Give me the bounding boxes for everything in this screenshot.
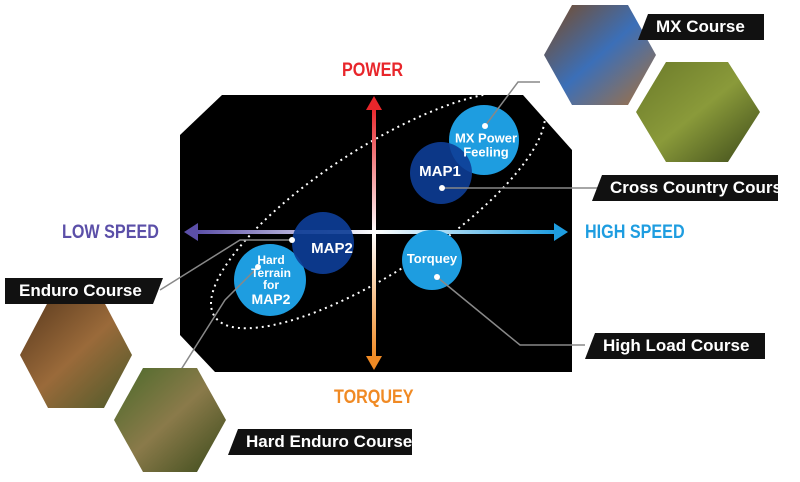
high-load-tag: High Load Course xyxy=(585,333,765,359)
mx-power-line2: Feeling xyxy=(463,144,509,159)
mx-power-line1: MX Power xyxy=(454,130,518,146)
hard-terrain-line4: MAP2 xyxy=(251,290,291,307)
hard-terrain-circle xyxy=(234,244,306,316)
power-arrowhead xyxy=(366,96,382,110)
leader-lines xyxy=(159,81,605,396)
mx-course-tag: MX Course xyxy=(638,14,764,40)
low-speed-arrowhead xyxy=(184,223,198,241)
enduro-course-photo xyxy=(20,302,132,408)
cross-country-tag: Cross Country Course xyxy=(592,175,778,201)
hard-enduro-photo xyxy=(114,368,226,472)
horizontal-axis xyxy=(196,230,556,234)
hard-terrain-line3: for xyxy=(262,277,279,292)
high-speed-arrowhead xyxy=(554,223,568,241)
map1-label: MAP1 xyxy=(419,163,461,181)
map2-label: MAP2 xyxy=(311,240,353,258)
dotted-ellipse xyxy=(210,90,546,330)
axis-label-high-speed: HIGH SPEED xyxy=(585,222,685,243)
torquey-arrowhead xyxy=(366,356,382,370)
mx-course-photo xyxy=(544,5,656,105)
torquey-label: Torquey xyxy=(406,251,458,267)
axis-label-low-speed: LOW SPEED xyxy=(62,222,159,243)
anchor-dots xyxy=(255,123,488,280)
hard-terrain-line1: Hard xyxy=(257,252,285,267)
axis-label-power: POWER xyxy=(342,60,404,81)
enduro-course-tag: Enduro Course xyxy=(5,278,163,304)
map2-circle xyxy=(292,212,354,274)
hard-terrain-line2: Terrain xyxy=(251,265,291,280)
cross-country-photo xyxy=(636,62,760,162)
axis-label-torquey: TORQUEY xyxy=(334,387,414,408)
torquey-circle xyxy=(402,230,462,290)
hard-enduro-tag: Hard Enduro Course xyxy=(228,429,412,455)
